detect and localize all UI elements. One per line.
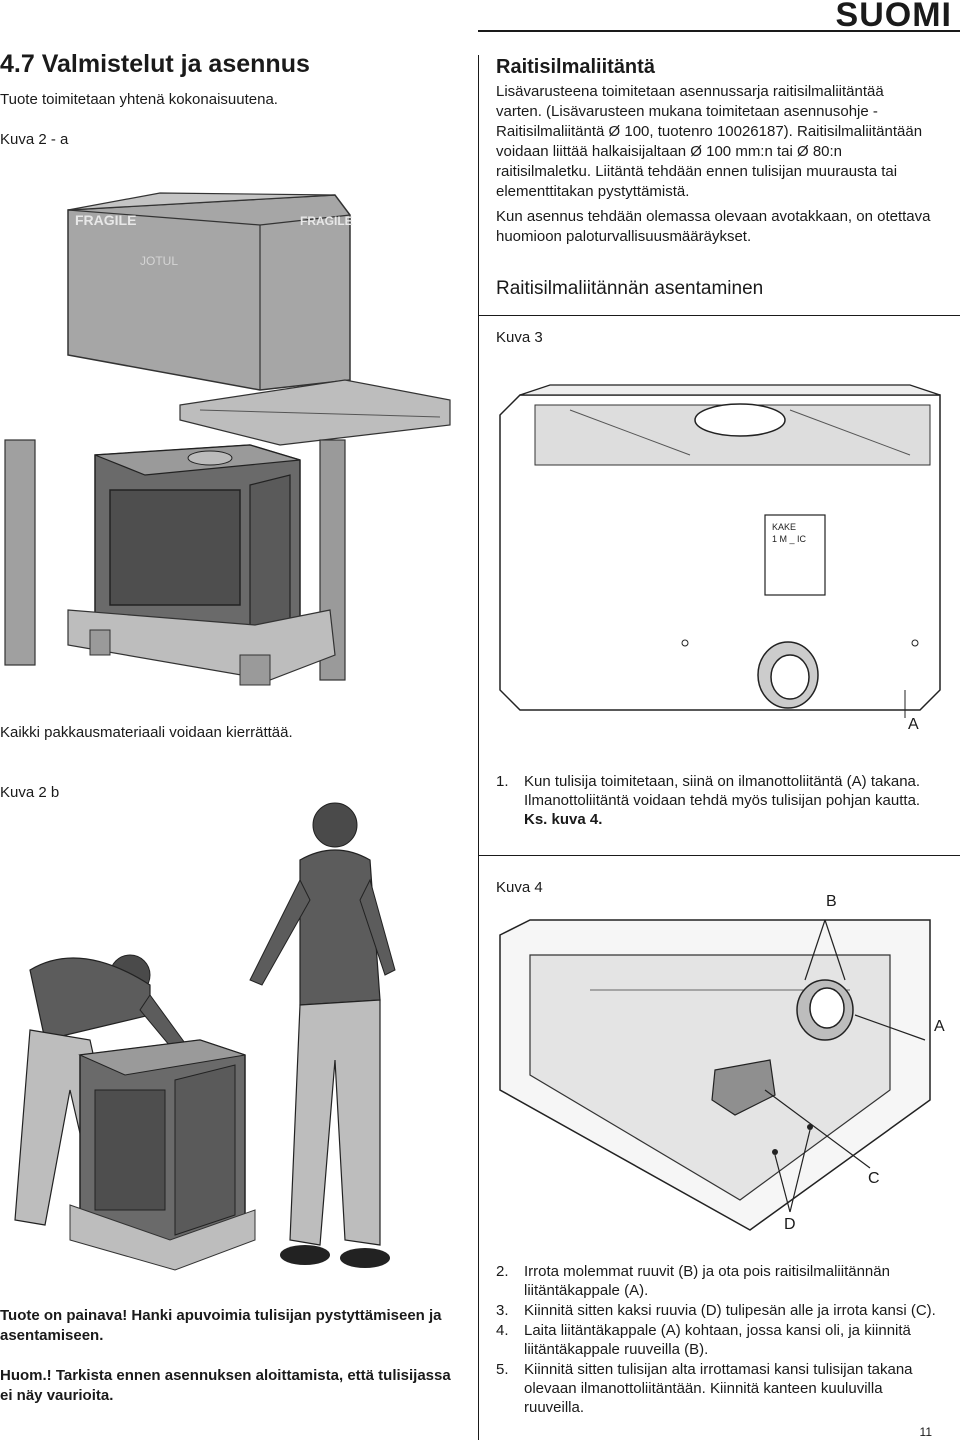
figure-2b-label: Kuva 2 b <box>0 784 60 801</box>
figure-4-label: Kuva 4 <box>496 879 543 896</box>
figure-3-label: Kuva 3 <box>496 329 543 346</box>
page-number: 11 <box>919 1425 932 1439</box>
nameplate-line-2: 1 M _ IC <box>772 534 807 544</box>
column-divider <box>478 55 479 1440</box>
nameplate-line-1: KAKE <box>772 522 796 532</box>
fragile-label-left: FRAGILE <box>75 212 136 228</box>
figure-2b-lifting-illustration <box>0 800 470 1280</box>
figure-2a-packaging-illustration: FRAGILE FRAGILE JOTUL <box>0 185 470 695</box>
intro-text: Tuote toimitetaan yhtenä kokonaisuutena. <box>0 91 278 108</box>
fresh-air-paragraph-2: Kun asennus tehdään olemassa olevaan avo… <box>496 208 931 245</box>
step-4: 4. Laita liitäntäkappale (A) kohtaan, jo… <box>496 1322 911 1358</box>
header-rule <box>478 30 960 32</box>
step-1: 1. Kun tulisija toimitetaan, siinä on il… <box>496 772 956 830</box>
figure-4-callout-a: A <box>934 1018 945 1035</box>
language-label: SUOMI <box>835 0 952 34</box>
fresh-air-paragraph-1: Lisävarusteena toimitetaan asennussarja … <box>496 83 923 200</box>
step-5: 5. Kiinnitä sitten tulisijan alta irrott… <box>496 1361 913 1416</box>
installation-subheading: Raitisilmaliitännän asentaminen <box>496 278 764 299</box>
figure-4-bottom-connection-illustration <box>490 900 960 1240</box>
subheading-rule <box>478 315 960 316</box>
section-title: 4.7 Valmistelut ja asennus <box>0 50 310 78</box>
figure-4-callout-b: B <box>826 893 837 910</box>
fragile-label-right: FRAGILE <box>300 214 353 228</box>
recycle-note: Kaikki pakkausmateriaali voidaan kierrät… <box>0 724 293 741</box>
figure-3-rear-connection-illustration: KAKE 1 M _ IC <box>490 380 960 730</box>
step-1-item: 1. Kun tulisija toimitetaan, siinä on il… <box>496 773 921 828</box>
step-2: 2. Irrota molemmat ruuvit (B) ja ota poi… <box>496 1263 890 1299</box>
figure-4-callout-d: D <box>784 1216 796 1233</box>
fresh-air-heading: Raitisilmaliitäntä <box>496 56 655 78</box>
figure-4-callout-c: C <box>868 1170 880 1187</box>
figure-3-callout-a: A <box>908 716 919 733</box>
brand-label: JOTUL <box>140 254 178 268</box>
step-1-rule <box>478 855 960 856</box>
damage-check-note: Huom.! Tarkista ennen asennuksen aloitta… <box>0 1367 451 1404</box>
steps-list: 2. Irrota molemmat ruuvit (B) ja ota poi… <box>496 1262 956 1418</box>
figure-2a-label: Kuva 2 - a <box>0 131 69 148</box>
heavy-warning: Tuote on painava! Hanki apuvoimia tulisi… <box>0 1307 442 1344</box>
step-3: 3. Kiinnitä sitten kaksi ruuvia (D) tuli… <box>496 1302 936 1319</box>
